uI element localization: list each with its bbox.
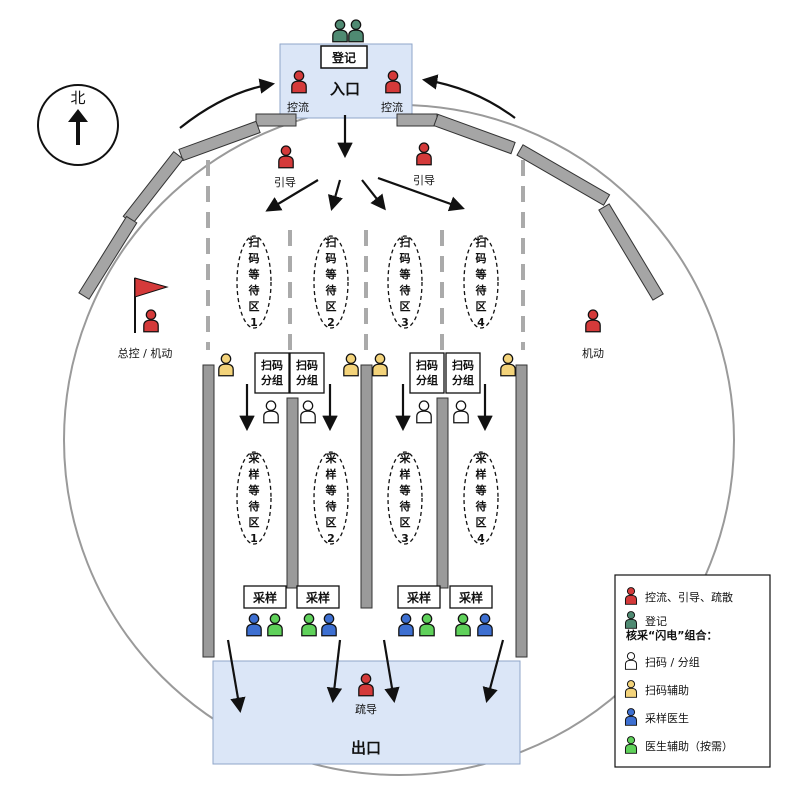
legend-group-label: 采样医生 [645,711,689,725]
legend-item-label: 控流、引导、疏散 [645,590,733,604]
doctor-assistant-icon [455,613,471,637]
scan-staff-icon [300,400,316,424]
doctor-assistant-icon [267,613,283,637]
sample-table-label: 采样 [406,590,431,605]
sample-doctor-icon [398,613,414,637]
scan-assist-staff-icon [500,353,516,377]
entrance-label: 入口 [330,80,360,98]
legend-person-icon [624,611,638,629]
lane-walls [202,364,528,658]
commander-staff-icon [143,309,159,333]
scan-assist-staff-icon [218,353,234,377]
role-mobile: 机动 [582,346,604,360]
exit-label: 出口 [351,739,381,757]
scan-group-label: 扫码分组 [296,358,318,387]
control-staff-icon [385,70,401,94]
guide-staff-icon [416,142,432,166]
fence-top [78,113,664,301]
sample-table-label: 采样 [252,590,277,605]
dashed-lanes [206,160,525,350]
scan-group-label: 扫码分组 [452,358,474,387]
role-commander: 总控 / 机动 [118,346,173,360]
mobile-staff-icon [585,309,601,333]
scan-group-table: 扫码分组 [409,352,445,394]
scan-staff-icon [263,400,279,424]
legend-group-label: 扫码 / 分组 [645,655,700,669]
scan-group-label: 扫码分组 [261,358,283,387]
compass-label: 北 [70,89,85,107]
scan-group-table: 扫码分组 [254,352,290,394]
scan-staff-icon [416,400,432,424]
sample-table: 采样 [397,585,441,609]
register-staff-icon [332,19,348,43]
legend-person-icon [624,587,638,605]
scan-group-table: 扫码分组 [445,352,481,394]
role-guide-left: 引导 [274,175,296,189]
compass: 北 [37,84,119,166]
scan-group-label: 扫码分组 [416,358,438,387]
evacuate-staff-icon [358,673,374,697]
command-flag [134,277,169,333]
register-label: 登记 [331,50,356,65]
register-table: 登记 [320,45,368,69]
legend-person-icon [624,680,638,698]
sample-table: 采样 [296,585,340,609]
legend-group-label: 医生辅助（按需） [645,739,733,753]
role-guide-right: 引导 [413,173,435,187]
sample-doctor-icon [246,613,262,637]
sample-table-label: 采样 [458,590,483,605]
scan-group-table: 扫码分组 [289,352,325,394]
sample-table: 采样 [243,585,287,609]
legend-person-icon [624,736,638,754]
legend-group-label: 扫码辅助 [645,683,689,697]
sample-doctor-icon [321,613,337,637]
scan-assist-staff-icon [343,353,359,377]
control-staff-icon [291,70,307,94]
role-labels: 控流 控流 引导 引导 总控 / 机动 机动 疏导 [118,100,604,716]
role-evacuate: 疏导 [355,702,377,716]
doctor-assistant-icon [301,613,317,637]
doctor-assistant-icon [419,613,435,637]
legend-person-icon [624,708,638,726]
station-tables: 扫码分组扫码分组扫码分组扫码分组采样采样采样采样 [243,352,493,609]
legend-group-title: 核采“闪电”组合： [626,628,717,642]
sample-table: 采样 [449,585,493,609]
flow-arrows [179,74,516,714]
legend-item-label: 登记 [645,614,667,628]
guide-staff-icon [278,145,294,169]
legend-person-icon [624,652,638,670]
sample-doctor-icon [477,613,493,637]
role-control-left: 控流 [287,100,309,114]
scan-assist-staff-icon [372,353,388,377]
register-staff-icon [348,19,364,43]
role-control-right: 控流 [381,100,403,114]
sample-table-label: 采样 [305,590,330,605]
scan-staff-icon [453,400,469,424]
